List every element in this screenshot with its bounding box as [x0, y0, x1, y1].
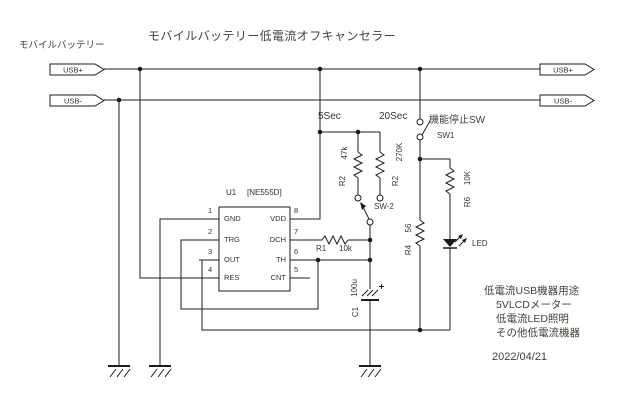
pin3-number: 3 — [208, 247, 213, 256]
schematic-title: モバイルバッテリー低電流オフキャンセラー — [148, 29, 397, 43]
led-symbol — [443, 234, 467, 249]
pin4-name: RES — [224, 273, 240, 282]
junction-dots — [116, 66, 423, 333]
r6-value-label: 10K — [463, 170, 472, 186]
trg-wire — [180, 239, 319, 310]
usb-plus-left-tag — [49, 63, 105, 76]
r6-ref-label: R6 — [463, 196, 472, 208]
resistor-r6 — [444, 167, 456, 195]
timing-branch-wire — [320, 131, 381, 152]
port-label-usb-plus-right: USB+ — [553, 65, 573, 75]
note-line-3: 低電流LED照明 — [496, 313, 569, 325]
pin8-number: 8 — [294, 206, 299, 215]
resistor-r2a — [352, 151, 364, 179]
sw2-lever — [362, 206, 370, 220]
r6-top-wire — [420, 158, 451, 168]
date-label: 2022/04/21 — [492, 351, 548, 363]
pin2-name: TRG — [224, 235, 240, 244]
pin3-name: OUT — [224, 255, 240, 264]
resistor-r2b — [374, 151, 386, 179]
pin1-name: GND — [224, 214, 241, 223]
port-label-usb-plus-left: USB+ — [63, 65, 83, 75]
timing-label-20sec: 20Sec — [379, 111, 408, 122]
ic-ref-label: U1 — [226, 188, 237, 197]
pin6-name: TH — [276, 255, 286, 264]
ic-part-label: [NE555D] — [247, 188, 282, 197]
usb-minus-left-tag — [49, 94, 105, 107]
sw1-ref-label: SW1 — [437, 131, 455, 140]
resistor-r1 — [321, 234, 349, 246]
pin8-name: VDD — [270, 214, 286, 223]
pin7-name: DCH — [269, 235, 286, 244]
c1-ref-label: C1 — [351, 306, 360, 318]
usb-minus-right-tag — [539, 94, 595, 107]
ground-symbol-3 — [359, 365, 382, 378]
res-wire — [139, 69, 199, 279]
pin5-number: 5 — [294, 265, 299, 274]
r4-ref-label: R4 — [404, 244, 413, 256]
pin5-name: CNT — [270, 273, 286, 282]
sw2-lever-arrow — [360, 202, 366, 210]
battery-source-label: モバイルバッテリー — [19, 40, 105, 51]
r1-ref-label: R1 — [316, 244, 327, 253]
sw2-ref-label: SW-2 — [374, 202, 394, 211]
out-wire — [201, 260, 450, 331]
pin4-number: 4 — [208, 265, 213, 274]
vdd-wire — [310, 69, 321, 220]
capacitor-c1 — [361, 284, 384, 301]
ground-symbol-2 — [149, 365, 172, 378]
r1-value-label: 10k — [339, 244, 352, 253]
ic-pin-stubs — [199, 218, 310, 279]
switch-sw1 — [416, 118, 424, 141]
switch-sw2 — [354, 194, 384, 226]
pin7-number: 7 — [294, 227, 299, 236]
note-line-4: その他低電流機器 — [496, 327, 580, 339]
pin2-number: 2 — [208, 227, 213, 236]
r4-value-label: 56 — [404, 223, 413, 233]
resistor-r4 — [414, 219, 426, 247]
port-label-usb-minus-right: USB- — [554, 96, 572, 106]
r2a-value-label: 47k — [340, 146, 349, 160]
ic-body — [218, 206, 291, 292]
note-line-1: 低電流USB機器用途 — [484, 285, 580, 297]
c1-value-label: 100u — [350, 279, 359, 297]
sw1-function-label: 機能停止SW — [429, 115, 486, 126]
led-label: LED — [472, 239, 488, 248]
timing-label-5sec: 5Sec — [318, 111, 341, 122]
r2b-ref-label: R2 — [391, 175, 400, 187]
gnd-pin-wire — [159, 218, 199, 366]
ground-symbol-1 — [108, 365, 131, 378]
usb-plus-right-tag — [539, 63, 595, 76]
pin6-number: 6 — [294, 247, 299, 256]
pin1-number: 1 — [208, 206, 213, 215]
r2b-value-label: 270K — [395, 142, 404, 162]
sw1-lever — [421, 120, 431, 136]
r2a-ref-label: R2 — [338, 175, 347, 187]
note-line-2: 5VLCDメーター — [496, 299, 572, 311]
port-label-usb-minus-left: USB- — [64, 96, 82, 106]
